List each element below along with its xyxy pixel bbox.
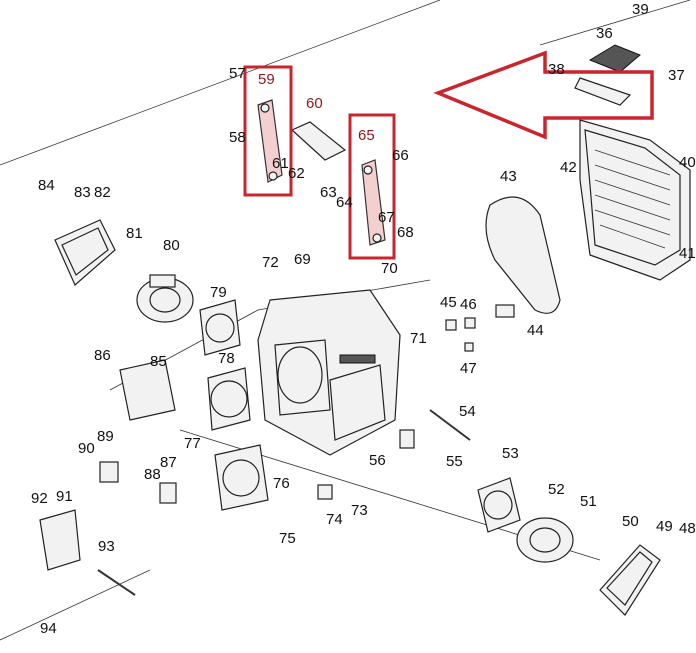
label-75: 75	[279, 530, 296, 547]
label-91: 91	[56, 488, 73, 505]
rear-cover-assembly	[574, 44, 691, 281]
part-labels: 39 36 38 37 57 59 60 65 58 66 61 62 42 4…	[31, 1, 696, 637]
highlight-box-65	[348, 113, 396, 260]
label-76: 76	[273, 475, 290, 492]
label-83: 83	[74, 184, 91, 201]
label-37: 37	[668, 67, 685, 84]
label-52: 52	[548, 481, 565, 498]
highlight-arrow	[433, 50, 654, 140]
label-38: 38	[548, 61, 565, 78]
label-69: 69	[294, 251, 311, 268]
label-89: 89	[97, 428, 114, 445]
label-60: 60	[306, 95, 323, 112]
label-45: 45	[440, 294, 457, 311]
label-64: 64	[336, 194, 353, 211]
small-parts	[39, 304, 515, 596]
speaker-rings	[199, 299, 251, 431]
label-54: 54	[459, 403, 476, 420]
main-housing	[257, 289, 401, 456]
label-36: 36	[596, 25, 613, 42]
label-65: 65	[358, 127, 375, 144]
label-56: 56	[369, 452, 386, 469]
label-70: 70	[381, 260, 398, 277]
label-67: 67	[378, 209, 395, 226]
label-85: 85	[150, 353, 167, 370]
label-44: 44	[527, 322, 544, 339]
label-41: 41	[679, 245, 696, 262]
label-58: 58	[229, 129, 246, 146]
left-speaker-assembly	[54, 219, 194, 323]
label-77: 77	[184, 435, 201, 452]
label-49: 49	[656, 518, 673, 535]
label-72: 72	[262, 254, 279, 271]
label-82: 82	[94, 184, 111, 201]
label-39: 39	[632, 1, 649, 18]
circuit-board-85	[119, 359, 176, 421]
label-61: 61	[272, 155, 289, 172]
label-78: 78	[218, 350, 235, 367]
label-66: 66	[392, 147, 409, 164]
label-55: 55	[446, 453, 463, 470]
label-40: 40	[679, 154, 696, 171]
label-87: 87	[160, 454, 177, 471]
label-84: 84	[38, 177, 55, 194]
label-80: 80	[163, 237, 180, 254]
label-88: 88	[144, 466, 161, 483]
label-43: 43	[500, 168, 517, 185]
label-57: 57	[229, 65, 246, 82]
label-93: 93	[98, 538, 115, 555]
label-51: 51	[580, 493, 597, 510]
label-50: 50	[622, 513, 639, 530]
label-94: 94	[40, 620, 57, 637]
label-73: 73	[351, 502, 368, 519]
label-62: 62	[288, 165, 305, 182]
label-81: 81	[126, 225, 143, 242]
label-79: 79	[210, 284, 227, 301]
right-speaker-assembly	[516, 517, 661, 616]
label-46: 46	[460, 296, 477, 313]
part-60-shape	[290, 121, 347, 161]
label-63: 63	[320, 184, 337, 201]
label-47: 47	[460, 360, 477, 377]
highlighted-parts	[257, 99, 386, 246]
label-59: 59	[258, 71, 275, 88]
label-71: 71	[410, 330, 427, 347]
label-42: 42	[560, 159, 577, 176]
label-90: 90	[78, 440, 95, 457]
label-68: 68	[397, 224, 414, 241]
label-86: 86	[94, 347, 111, 364]
label-74: 74	[326, 511, 343, 528]
gasket-43	[485, 196, 561, 314]
label-48: 48	[679, 520, 696, 537]
label-92: 92	[31, 490, 48, 507]
highlight-box-59	[243, 65, 293, 197]
label-53: 53	[502, 445, 519, 462]
